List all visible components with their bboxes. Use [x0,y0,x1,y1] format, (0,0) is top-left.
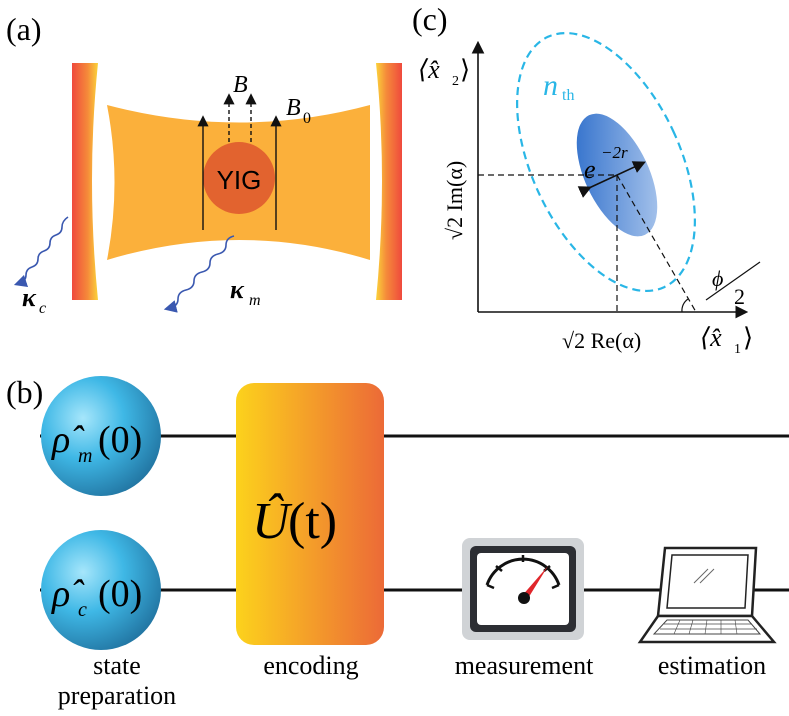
rho-m-sub: m [78,445,92,467]
panel-a-tag: (a) [6,11,42,47]
phi-fraction-bar [705,261,761,301]
phi-arc [681,298,689,313]
x2-axis-sub: 2 [452,74,459,89]
yig-label: YIG [217,165,262,195]
squeeze-label: e [584,155,596,184]
rho-m-sphere [41,376,161,496]
right-mirror [376,63,402,300]
squeeze-exp: −2r [601,143,628,162]
kappa-c-wave [13,216,69,288]
thermal-ellipse [516,31,696,293]
im-alpha-label: √2 Im(α) [442,161,467,240]
b0-label: B [286,95,301,121]
rho-c-sphere [41,530,161,650]
x2-axis-close: ⟩ [460,55,470,84]
unitary-gate [236,383,384,645]
phase-line [616,174,697,313]
phi-num: ϕ [712,266,723,291]
re-alpha-label: √2 Re(α) [562,328,641,353]
panel-c: (c) ⟨x̂ 2 ⟩ ⟨x̂ 1 ⟩ n th e −2r ϕ 2 √2 Re… [412,1,761,357]
kappa-m-wave [163,235,235,313]
nth-label: n [543,69,558,102]
b0-sub: 0 [303,110,311,127]
unitary-arg: (t) [288,493,337,550]
laptop-icon [637,546,777,644]
rho-c-arg: (0) [98,573,142,615]
yig-sphere [203,142,275,214]
kappa-m-label: κ [230,275,245,304]
x1-axis-close: ⟩ [743,323,753,352]
label-encoding: encoding [263,651,358,680]
squeeze-arrow [577,161,646,198]
kappa-c-sub: c [39,300,46,317]
panel-a: (a) YIG B B 0 κ c κ m [6,11,402,317]
nth-sub: th [562,87,574,104]
meter-icon [462,538,584,640]
rho-m-arg: (0) [98,419,142,461]
x1-axis-sub: 1 [734,342,741,357]
unitary-symbol: Û [252,492,293,550]
label-estimation: estimation [658,651,766,680]
label-measurement: measurement [455,651,594,680]
label-state: state [93,651,141,680]
kappa-m-sub: m [249,292,261,309]
phi-den: 2 [734,284,745,309]
x1-axis-label: ⟨x̂ [700,323,722,352]
label-preparation: preparation [58,681,176,710]
panel-c-tag: (c) [412,1,448,37]
kappa-c-label: κ [22,283,37,312]
b-label: B [233,72,248,98]
panel-b: (b) ρ̂ m (0) ρ̂ c (0) Û (t) [6,374,789,710]
panel-b-tag: (b) [6,374,43,410]
rho-c-sub: c [78,599,87,621]
left-mirror [72,63,98,300]
x2-axis-label: ⟨x̂ [418,55,440,84]
